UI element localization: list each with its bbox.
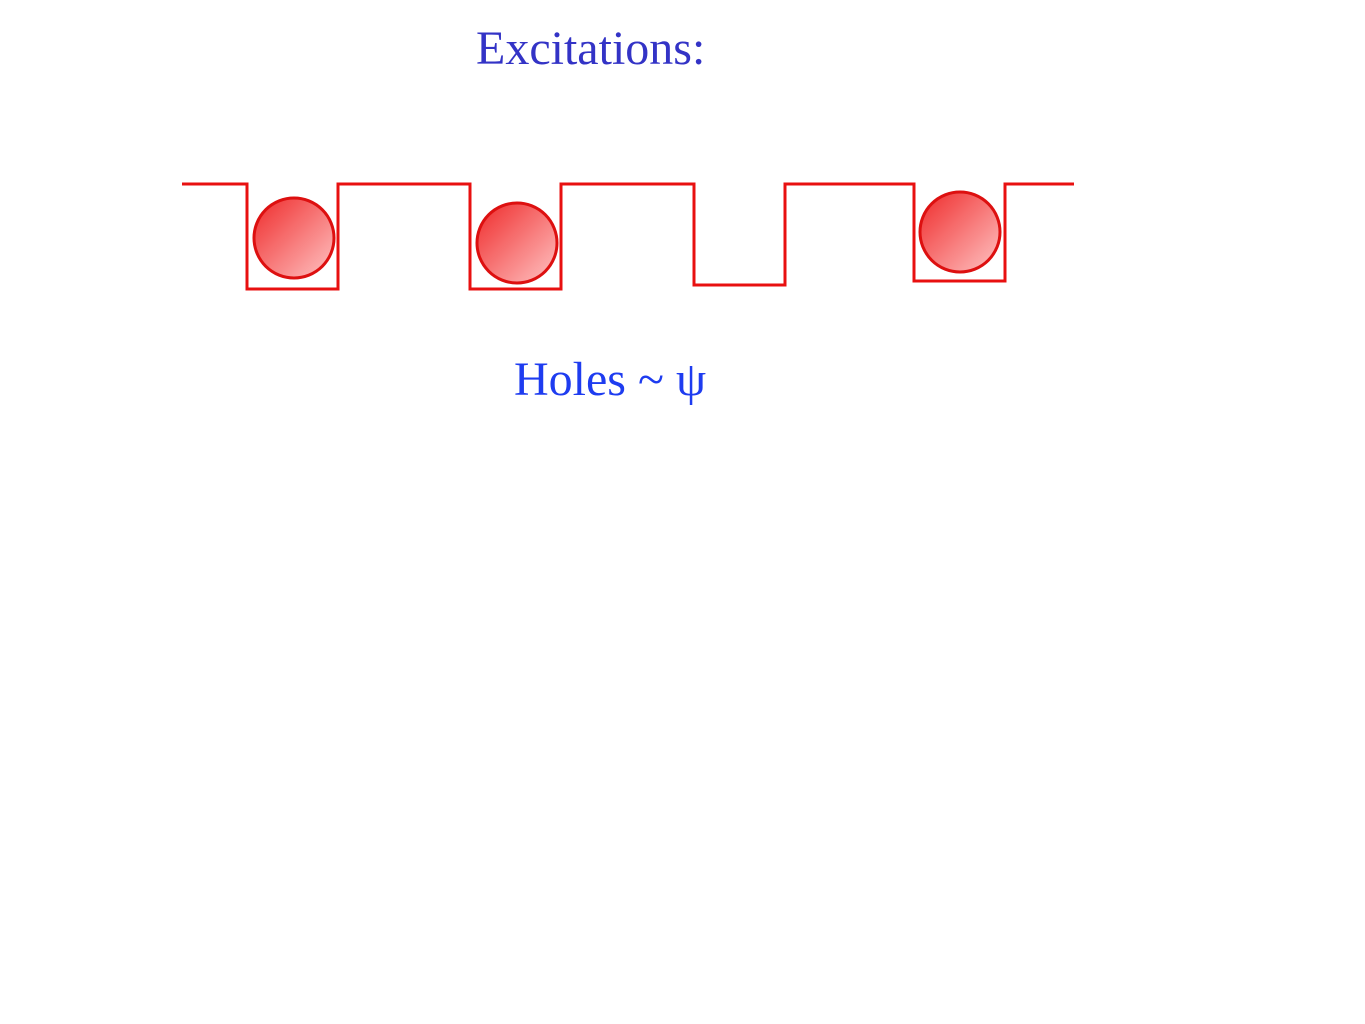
square-well-potential-line [182, 182, 1074, 291]
particle-ball-well-1 [252, 196, 336, 280]
slide-title: Excitations: [476, 22, 706, 75]
particle-ball-well-4 [918, 190, 1002, 274]
particle-ball-well-2 [475, 201, 559, 285]
lattice-layer [182, 182, 1074, 291]
holes-caption: Holes ~ ψ [514, 353, 706, 406]
